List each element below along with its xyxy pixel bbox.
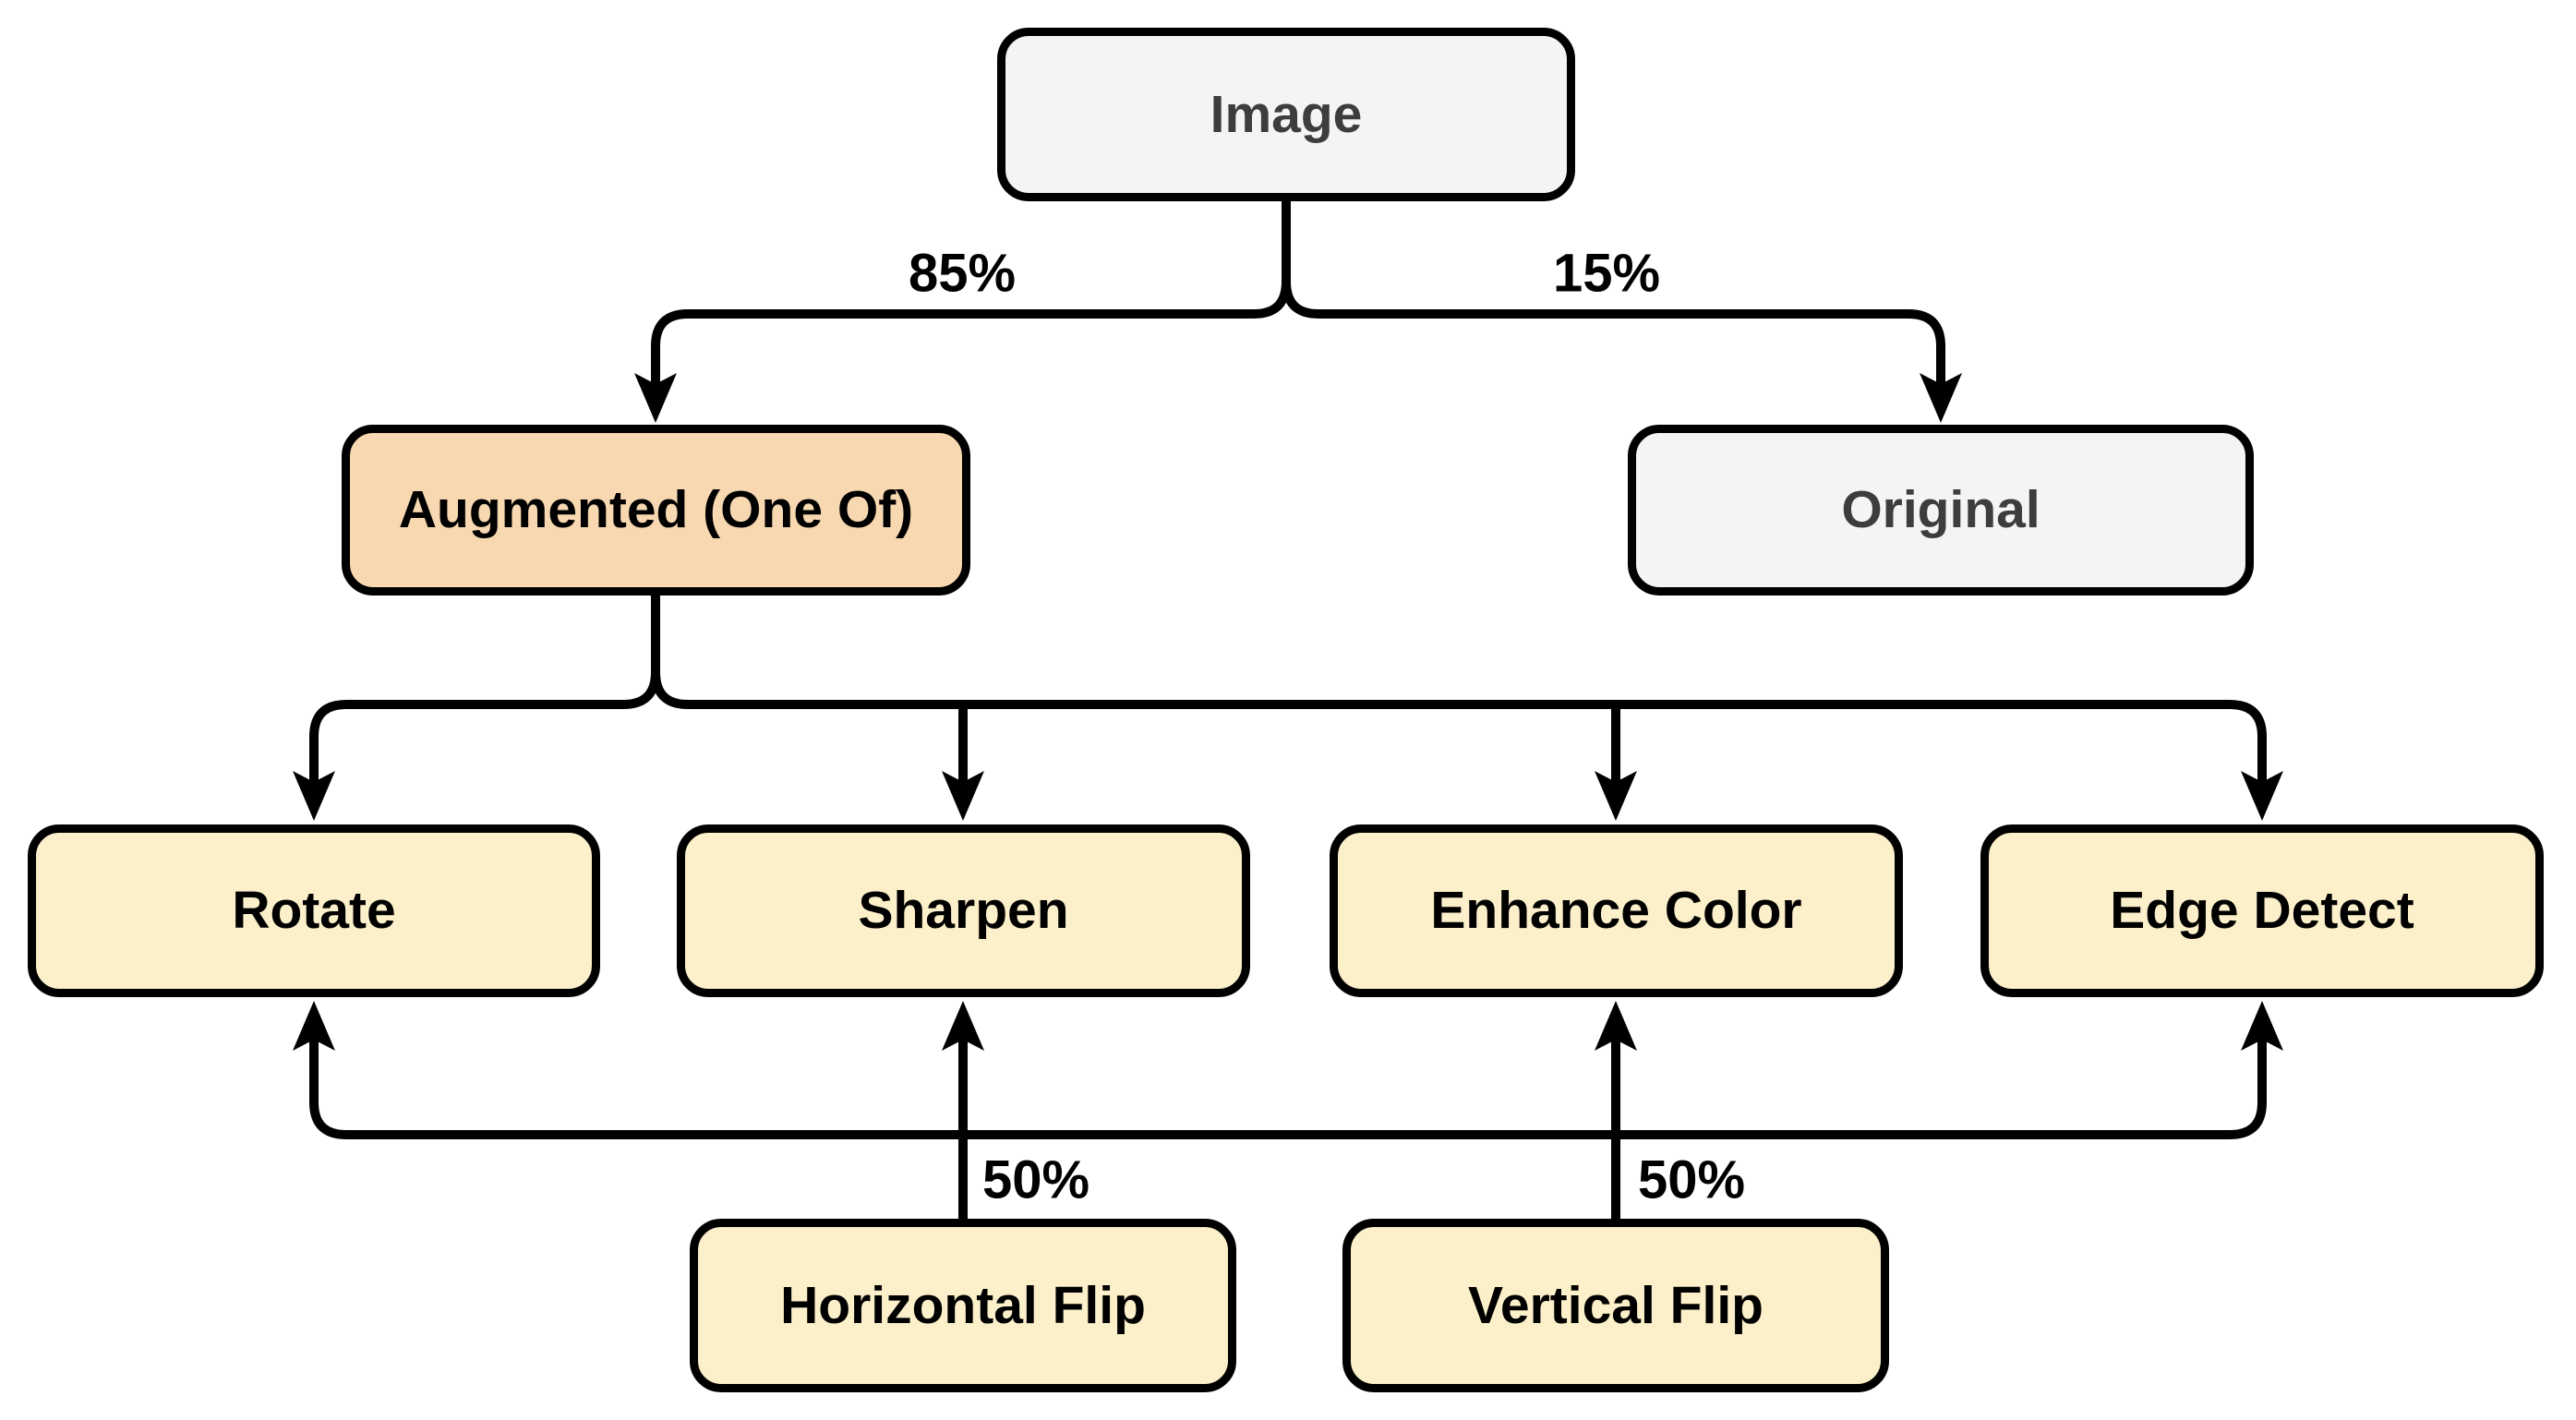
node-vertical-flip: Vertical Flip <box>1342 1219 1889 1392</box>
arrowhead-down-original <box>1920 373 1962 423</box>
edge-image-original <box>1282 281 1945 391</box>
node-label: Augmented (One Of) <box>398 480 914 540</box>
node-label: Sharpen <box>858 881 1069 941</box>
edge-label-vertical-flip-probability: 50% <box>1637 1149 1746 1210</box>
arrowhead-up-sharpen <box>942 1001 984 1051</box>
arrowhead-down-rotate <box>293 771 335 821</box>
edge-flip-bus <box>309 1038 2267 1139</box>
node-edge-detect: Edge Detect <box>1980 824 2544 997</box>
node-label: Horizontal Flip <box>780 1275 1146 1335</box>
edge-label-horizontal-flip-probability: 50% <box>981 1149 1090 1210</box>
edge-label-original-probability: 15% <box>1552 243 1661 304</box>
edge-augmented-edge-detect <box>651 671 2267 787</box>
node-enhance-color: Enhance Color <box>1330 824 1903 997</box>
node-image: Image <box>997 28 1575 201</box>
node-sharpen: Sharpen <box>677 824 1250 997</box>
node-horizontal-flip: Horizontal Flip <box>690 1219 1236 1392</box>
node-label: Enhance Color <box>1430 881 1802 941</box>
edge-label-augmented-probability: 85% <box>908 243 1017 304</box>
arrowhead-down-enhance-color <box>1595 771 1637 821</box>
node-label: Vertical Flip <box>1468 1275 1763 1335</box>
node-label: Rotate <box>232 881 396 941</box>
node-label: Original <box>1841 480 2040 540</box>
node-label: Image <box>1210 84 1363 144</box>
node-augmented-one-of: Augmented (One Of) <box>342 425 970 596</box>
arrowhead-down-augmented <box>634 373 677 423</box>
node-original: Original <box>1628 425 2254 596</box>
edge-augmented-rotate <box>309 596 660 787</box>
arrowhead-up-edge-detect <box>2241 1001 2283 1051</box>
node-rotate: Rotate <box>28 824 600 997</box>
arrowhead-up-enhance-color <box>1595 1001 1637 1051</box>
arrowhead-down-sharpen <box>942 771 984 821</box>
node-label: Edge Detect <box>2110 881 2414 941</box>
arrowhead-up-rotate <box>293 1001 335 1051</box>
arrowhead-down-edge-detect <box>2241 771 2283 821</box>
